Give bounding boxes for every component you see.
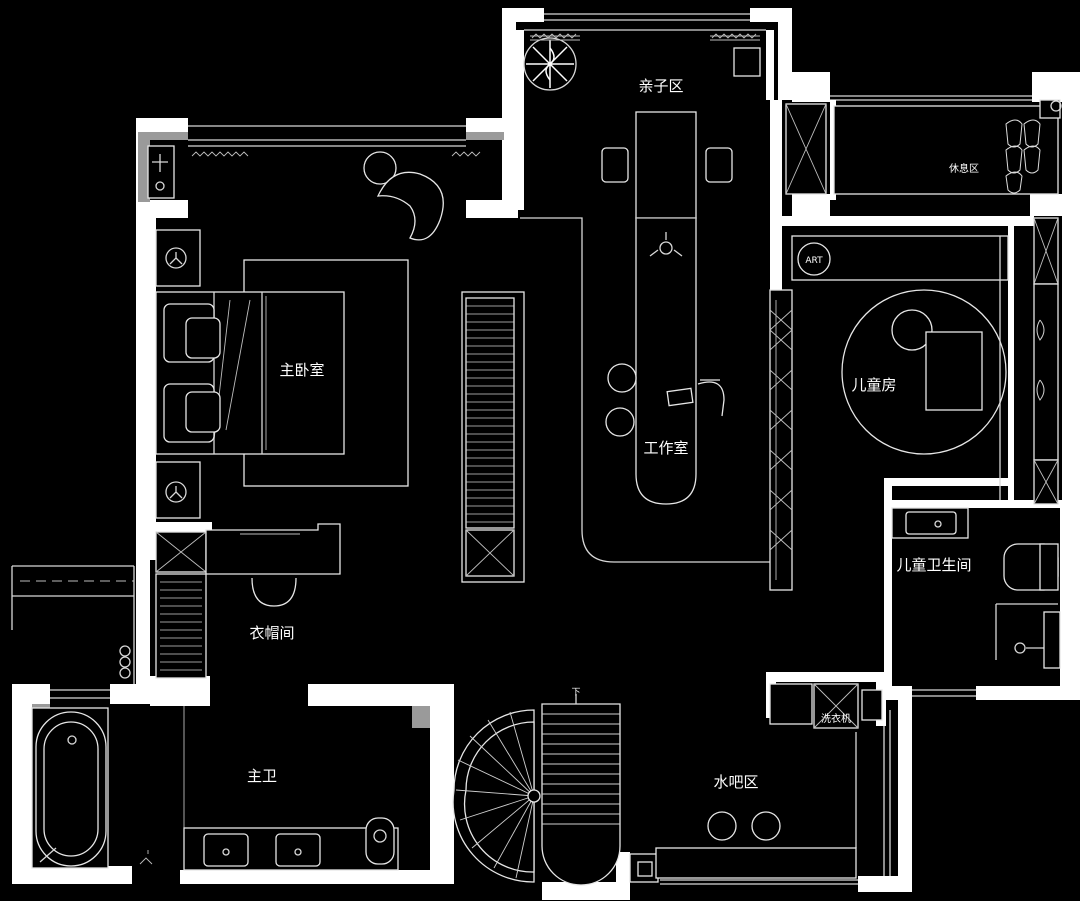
spiral-stair xyxy=(452,694,659,886)
master-bath-furniture xyxy=(31,706,399,871)
parent-child-furniture xyxy=(523,33,761,219)
label-closet: 衣帽间 xyxy=(249,624,294,642)
label-kids-room: 儿童房 xyxy=(851,376,896,394)
study-furniture xyxy=(520,217,793,591)
kids-bath-furniture xyxy=(891,507,1061,669)
label-master-bath: 主卫 xyxy=(247,767,277,785)
label-water-bar: 水吧区 xyxy=(713,773,758,791)
art-tag: ART xyxy=(805,256,823,266)
washer-tag: 洗衣机 xyxy=(821,712,851,725)
master-bedroom-furniture xyxy=(147,145,525,583)
label-master-bedroom: 主卧室 xyxy=(279,361,324,379)
kids-room-furniture xyxy=(791,235,1009,500)
exterior-walls xyxy=(11,8,1080,900)
room-labels: 亲子区 休息区 主卧室 工作室 儿童房 儿童卫生间 衣帽间 主卫 水吧区 ART… xyxy=(247,77,979,791)
label-study: 工作室 xyxy=(643,439,688,457)
water-bar-furniture xyxy=(655,683,883,879)
stair-down-tag: 下 xyxy=(571,688,580,698)
label-kids-bath: 儿童卫生间 xyxy=(896,556,971,574)
label-rest: 休息区 xyxy=(949,162,979,175)
closet-furniture xyxy=(119,523,341,679)
rest-zone-furniture xyxy=(785,99,1062,505)
label-parent-child: 亲子区 xyxy=(638,77,683,95)
